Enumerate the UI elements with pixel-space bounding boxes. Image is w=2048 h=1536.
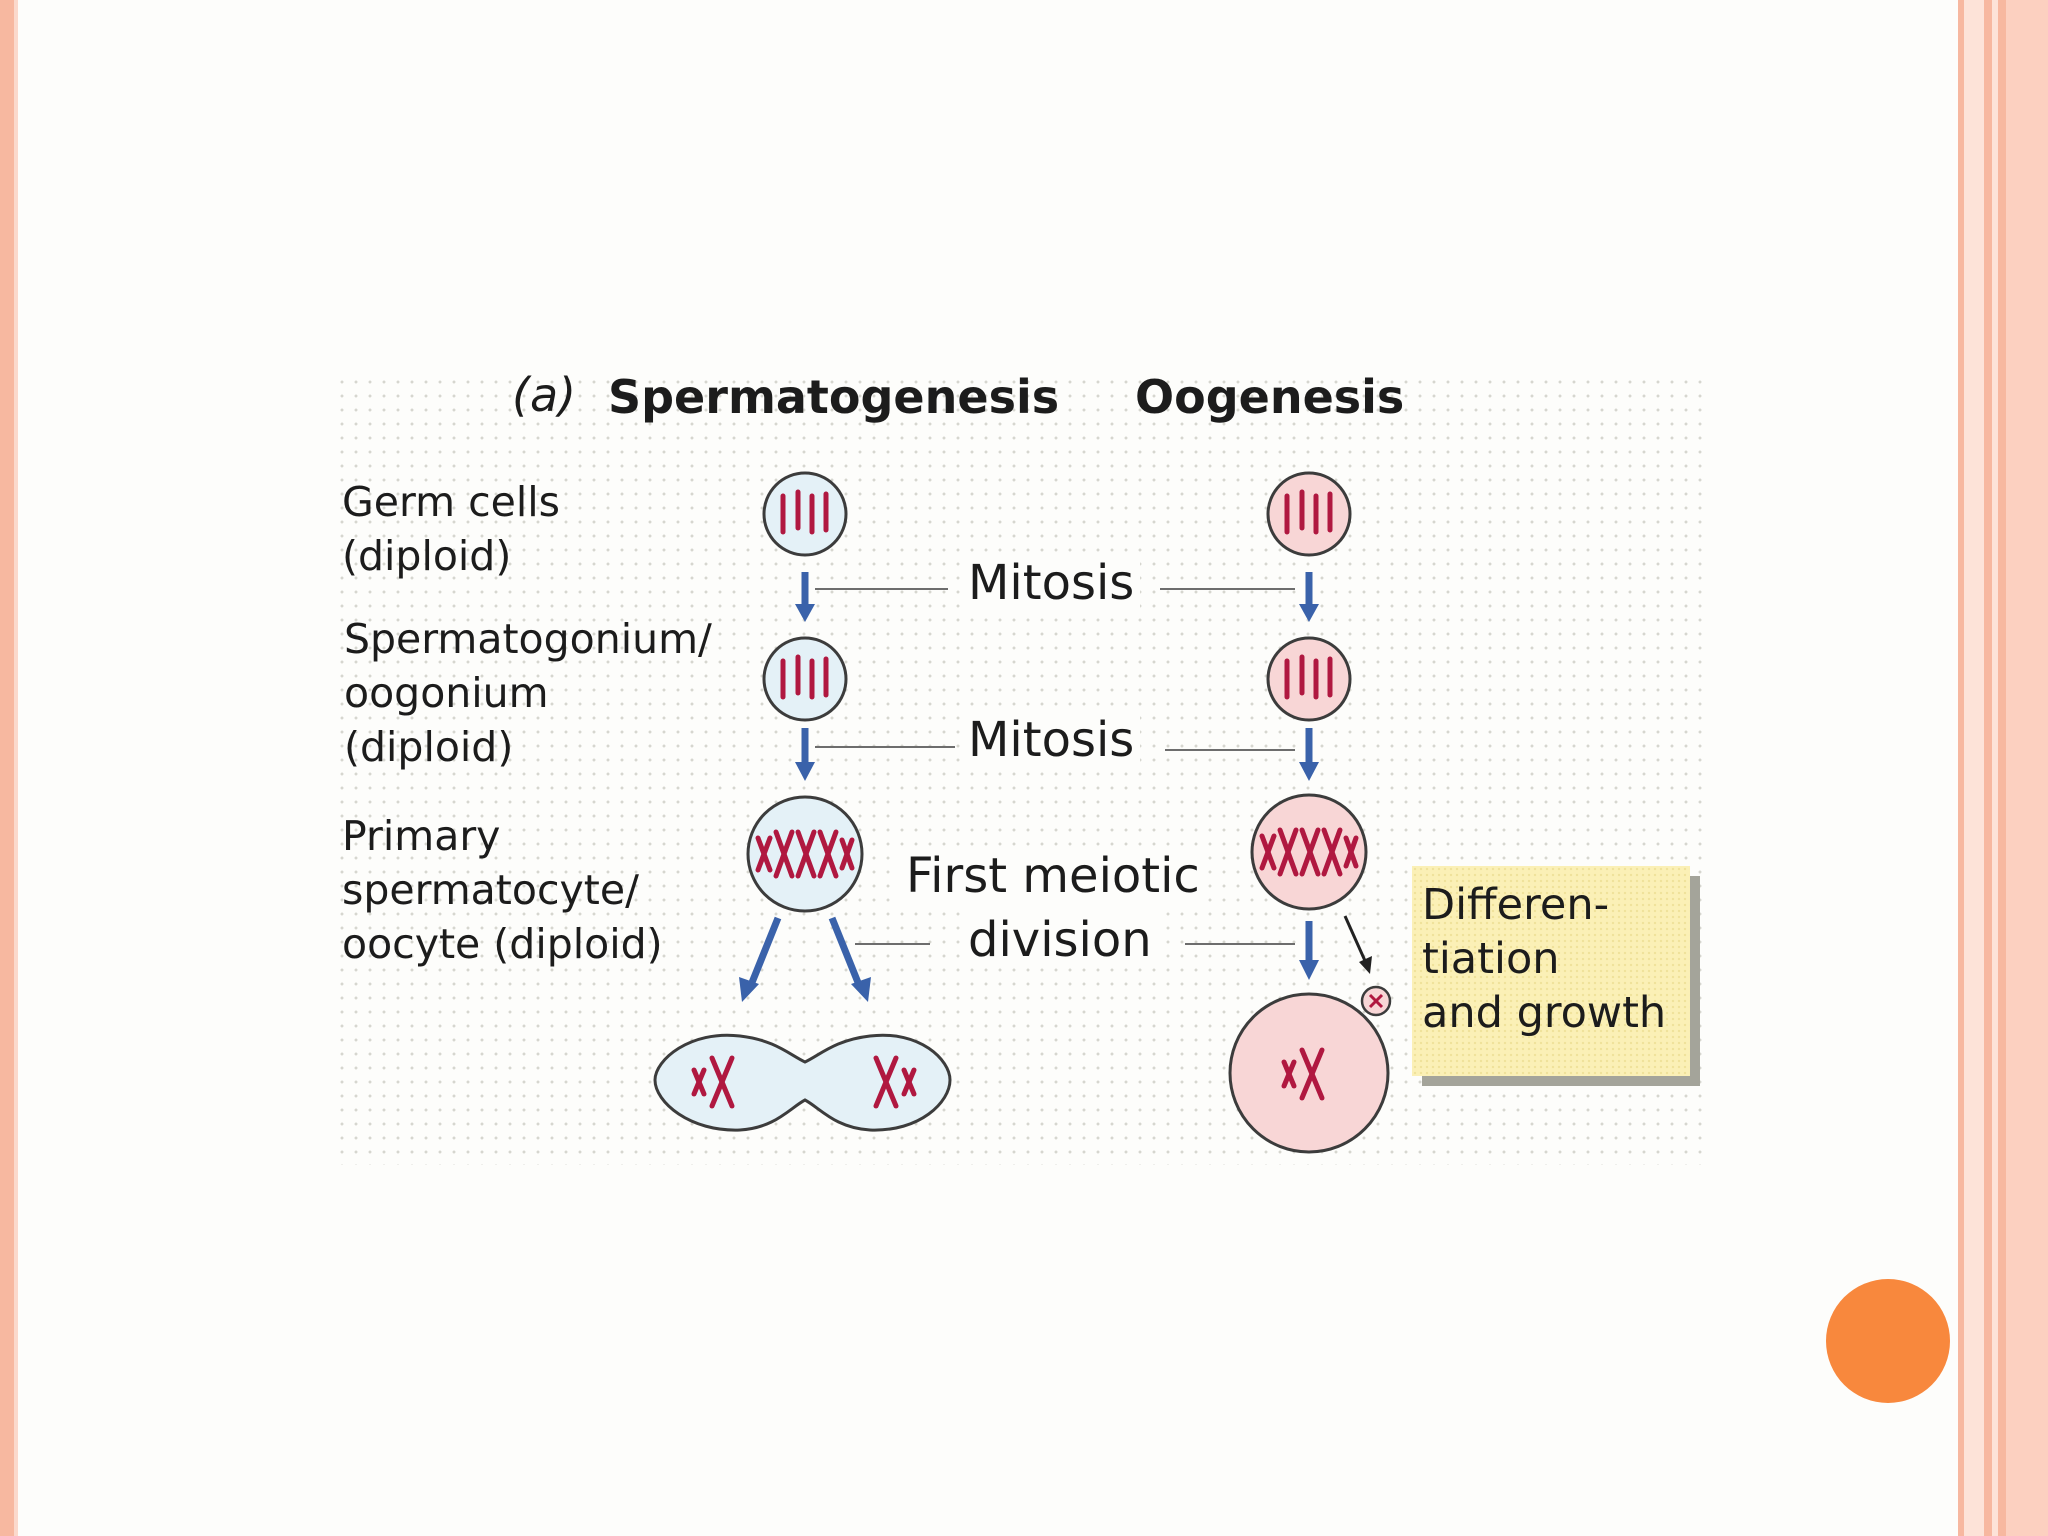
- mitosis-label-2: Mitosis: [962, 712, 1141, 768]
- arrow-down-icon: [795, 572, 815, 622]
- oogonium-cell: [1266, 636, 1352, 722]
- spermatogonium-cell: [762, 636, 848, 722]
- arrow-down-left-icon: [739, 916, 782, 1002]
- primary-spermatocyte-label-line1: Primary: [342, 812, 501, 860]
- sperm-germ-cell: [762, 471, 848, 557]
- differentiation-callout: Differen- tiation and growth: [1412, 866, 1690, 1076]
- callout-line2: tiation: [1422, 934, 1560, 984]
- primary-spermatocyte-label-line2: spermatocyte/: [342, 866, 639, 914]
- oogenesis-germ-cell: [1266, 471, 1352, 557]
- germ-cells-label-line2: (diploid): [342, 532, 512, 580]
- slide-nav-dot[interactable]: [1826, 1279, 1950, 1403]
- figure-part-label: (a): [512, 368, 577, 422]
- spermatogenesis-title: Spermatogenesis: [608, 370, 1060, 424]
- polar-body-icon: [1360, 985, 1392, 1017]
- spermatogonium-label-line3: (diploid): [344, 723, 514, 771]
- arrow-down-icon: [1299, 728, 1319, 781]
- arrow-down-icon: [795, 728, 815, 781]
- primary-spermatocyte-label-line3: oocyte (diploid): [342, 920, 663, 968]
- arrow-down-icon: [1299, 921, 1319, 980]
- germ-cells-label-line1: Germ cells: [342, 478, 561, 526]
- arrow-to-polar-body-icon: [1343, 915, 1372, 974]
- spermatogonium-label-line2: oogonium: [344, 669, 549, 717]
- dividing-spermatocyte-cell: [653, 1033, 952, 1132]
- mitosis-label-1: Mitosis: [962, 555, 1141, 611]
- first-meiotic-label-line2: division: [962, 912, 1158, 968]
- callout-line1: Differen-: [1422, 880, 1610, 930]
- primary-spermatocyte-cell: [746, 795, 864, 913]
- callout-line3: and growth: [1422, 988, 1667, 1038]
- spermatogonium-label-line1: Spermatogonium/: [344, 615, 712, 663]
- primary-oocyte-cell: [1250, 793, 1368, 911]
- first-meiotic-label-line1: First meiotic: [900, 848, 1206, 904]
- arrow-down-icon: [1299, 572, 1319, 622]
- connector-lines: [815, 588, 1295, 945]
- arrow-down-right-icon: [828, 916, 871, 1002]
- oogenesis-title: Oogenesis: [1135, 370, 1405, 424]
- secondary-oocyte-cell: [1228, 992, 1390, 1154]
